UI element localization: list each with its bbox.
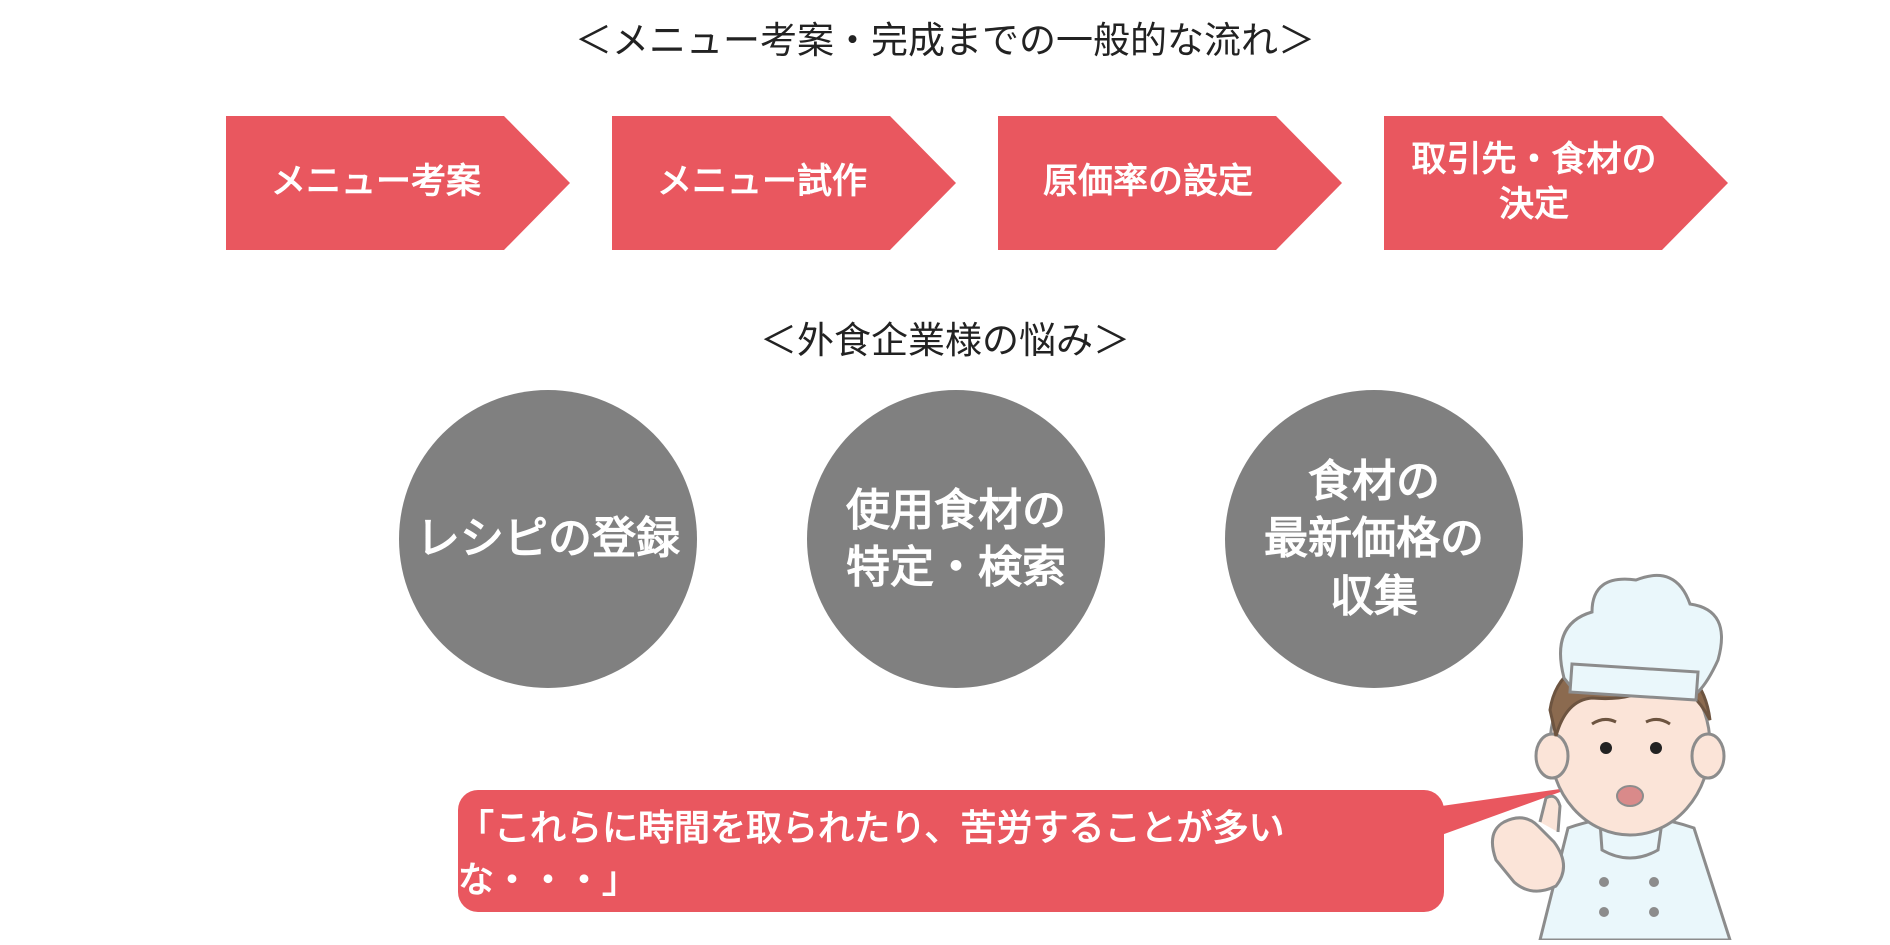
arrow-shape [612,116,956,250]
flow-step-label: 取引先・食材の 決定 [1411,139,1657,226]
arrow-shape [226,116,570,250]
issue-label: 食材の 最新価格の 収集 [1264,456,1484,622]
flow-step-menu-trial: メニュー試作 [612,116,956,250]
arrow-shape [998,116,1342,250]
speech-text: 「これらに時間を取られたり、苦労することが多いな・・・」 [458,808,1285,901]
issue-ingredient-search: 使用食材の 特定・検索 [807,390,1105,688]
flow-step-label: メニュー考案 [270,162,481,203]
issue-label: 使用食材の 特定・検索 [846,484,1066,593]
chef-icon [1490,574,1732,940]
flow-step-label: メニュー試作 [656,162,867,203]
flow-step-supplier-decision: 取引先・食材の 決定 [1384,116,1728,250]
arrow-shape [1384,116,1728,250]
issue-price-collection: 食材の 最新価格の 収集 [1225,390,1523,688]
flow-step-menu-planning: メニュー考案 [226,116,570,250]
issue-recipe-registration: レシピの登録 [399,390,697,688]
flow-heading: ＜メニュー考案・完成までの一般的な流れ＞ [575,19,1315,62]
issue-label: レシピの登録 [416,513,680,565]
flow-step-label: 原価率の設定 [1042,162,1253,203]
issues-heading: ＜外食企業様の悩み＞ [760,319,1130,362]
flow-step-cost-rate: 原価率の設定 [998,116,1342,250]
speech-bubble: 「これらに時間を取られたり、苦労することが多いな・・・」 [458,790,1444,912]
